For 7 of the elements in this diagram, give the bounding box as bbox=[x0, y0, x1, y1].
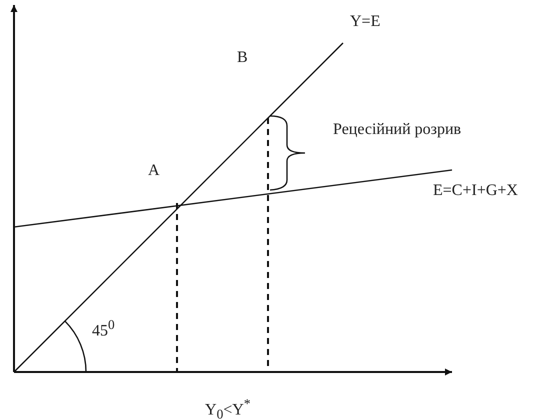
point-label: A bbox=[148, 163, 160, 179]
gap-label: Рецесійний розрив bbox=[333, 122, 462, 138]
equation-label: Y=E bbox=[350, 14, 380, 30]
angle-label: 45$^{0}$ bbox=[92, 318, 115, 340]
point-label: B bbox=[237, 50, 248, 66]
axis-label: Y$_{0}$<Y$^{*}$ bbox=[205, 397, 250, 419]
equation-label: E=C+I+G+X bbox=[433, 183, 518, 199]
